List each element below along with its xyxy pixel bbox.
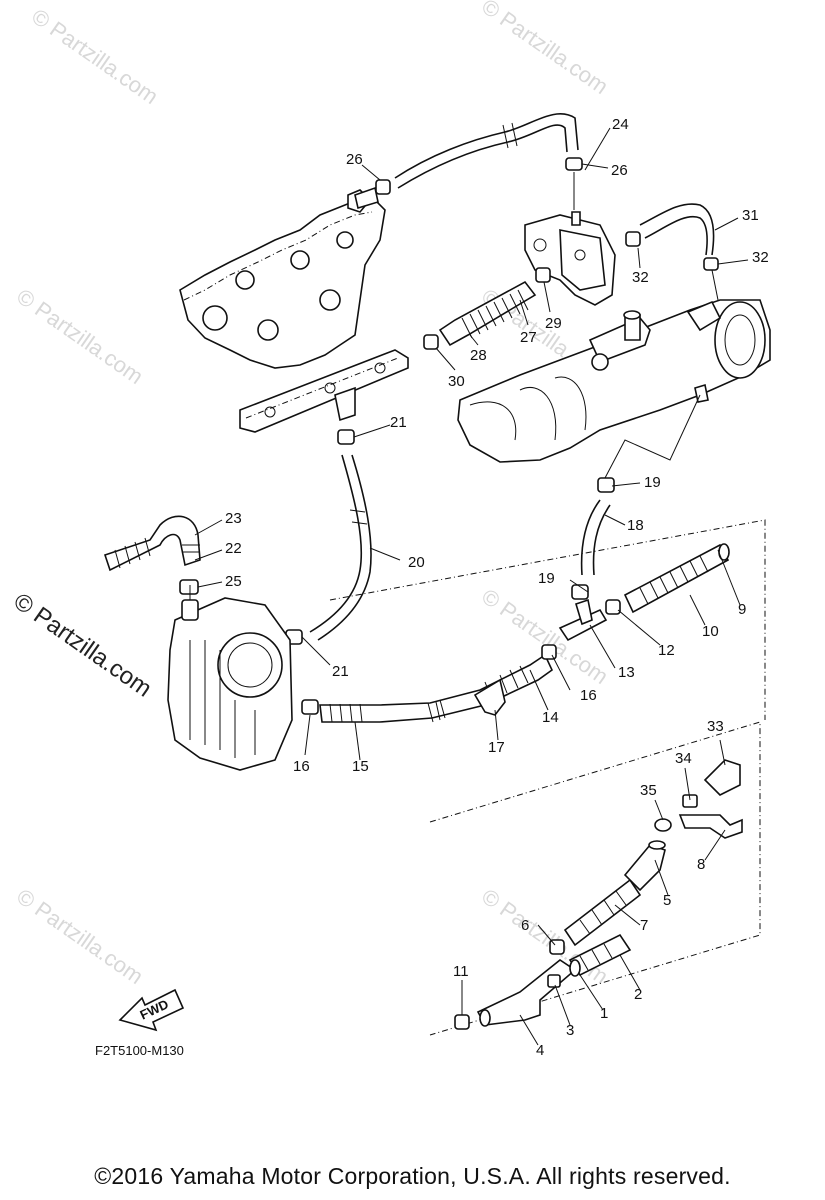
- callout-31: 31: [742, 207, 759, 224]
- watermarks: © Partzilla.com © Partzilla.com © Partzi…: [9, 0, 613, 989]
- hose-18: [580, 499, 611, 576]
- callout-28: 28: [470, 347, 487, 364]
- callout-16: 16: [580, 687, 597, 704]
- callout-35: 35: [640, 782, 657, 799]
- callout-17: 17: [488, 739, 505, 756]
- callout-11: 11: [453, 963, 469, 980]
- watermark-prominent: © Partzilla.com: [9, 588, 157, 703]
- callout-34: 34: [675, 750, 692, 767]
- y-pipe-4: [476, 959, 577, 1027]
- callout-33: 33: [707, 718, 724, 735]
- clamp-26-right: [565, 157, 583, 210]
- callout-24: 25: [225, 573, 242, 590]
- clamp-11: [454, 1014, 470, 1030]
- hose-25: [394, 113, 579, 189]
- callout-25: 24: [612, 116, 629, 133]
- callout-21: 21: [390, 414, 407, 431]
- callout-numbers: 24 26 26 31 32 32 29 27 28 30 21 23 22 2…: [225, 116, 769, 1059]
- hose-7: [563, 878, 642, 947]
- callout-13: 13: [618, 664, 635, 681]
- clamp-29: [535, 267, 551, 283]
- washer-35: [654, 818, 672, 832]
- clamp-32-left: [625, 231, 641, 247]
- clamp-34: [682, 794, 698, 808]
- callout-8: 8: [697, 856, 705, 873]
- callout-5: 5: [663, 892, 671, 909]
- clamp-30: [423, 334, 439, 350]
- callout-3: 3: [566, 1022, 574, 1039]
- callout-32: 32: [632, 269, 649, 286]
- callout-7: 7: [640, 917, 648, 934]
- callout-14: 14: [542, 709, 559, 726]
- callout-9: 9: [738, 601, 746, 618]
- callout-29: 29: [545, 315, 562, 332]
- hose-10: [623, 543, 730, 614]
- leader-lines: [194, 127, 749, 1046]
- callout-6: 6: [521, 917, 529, 934]
- clamp-16-right: [541, 644, 557, 660]
- watermark-text: © Partzilla.com: [12, 884, 148, 990]
- clamp-19-upper: [597, 477, 615, 493]
- callout-22: 22: [225, 540, 242, 557]
- clamp-32-right: [703, 257, 719, 271]
- fitting-33: [703, 759, 741, 796]
- callout-4: 4: [536, 1042, 544, 1059]
- clamp-3: [547, 974, 561, 988]
- callout-10: 10: [702, 623, 719, 640]
- hose-15: [319, 653, 554, 723]
- pump-housing: [167, 585, 293, 771]
- hose-8: [678, 814, 743, 839]
- fwd-arrow-icon: FWD: [118, 988, 185, 1032]
- valve-bracket: [524, 211, 616, 306]
- callout-18: 18: [627, 517, 644, 534]
- callout-23: 23: [225, 510, 242, 527]
- diagram-code: F2T5100-M130: [95, 1043, 184, 1058]
- water-box: [457, 299, 771, 463]
- t-joint-13: [558, 598, 608, 642]
- copyright-notice: ©2016 Yamaha Motor Corporation, U.S.A. A…: [94, 1163, 731, 1189]
- callout-16: 16: [293, 758, 310, 775]
- callout-15: 15: [352, 758, 369, 775]
- callout-1: 1: [600, 1005, 608, 1022]
- watermark-text: © Partzilla.com: [12, 284, 148, 390]
- callout-32: 32: [752, 249, 769, 266]
- callout-12: 12: [658, 642, 675, 659]
- clamp-24: [179, 579, 199, 595]
- hose-20: [309, 454, 372, 641]
- callout-19: 19: [538, 570, 555, 587]
- watermark-text: © Partzilla.com: [477, 0, 613, 99]
- lower-assembly-box: [329, 519, 766, 1036]
- hose-2: [568, 933, 632, 977]
- exhaust-manifold: [179, 189, 409, 433]
- callout-21: 21: [332, 663, 349, 680]
- callout-26: 26: [346, 151, 363, 168]
- hose-28: [438, 280, 537, 347]
- hose-31: [639, 203, 715, 256]
- clamp-16-left: [301, 699, 319, 715]
- watermark-text: © Partzilla.com: [27, 4, 163, 110]
- fitting-5: [623, 840, 666, 892]
- clamp-21-upper: [337, 429, 355, 445]
- callout-26: 26: [611, 162, 628, 179]
- clamp-17: [473, 678, 506, 716]
- callout-20: 20: [408, 554, 425, 571]
- callout-30: 30: [448, 373, 465, 390]
- hose-23: [103, 515, 201, 572]
- callout-27: 27: [520, 329, 537, 346]
- callout-2: 2: [634, 986, 642, 1003]
- callout-19: 19: [644, 474, 661, 491]
- clamp-12: [605, 599, 621, 615]
- clamp-26-left: [354, 179, 391, 210]
